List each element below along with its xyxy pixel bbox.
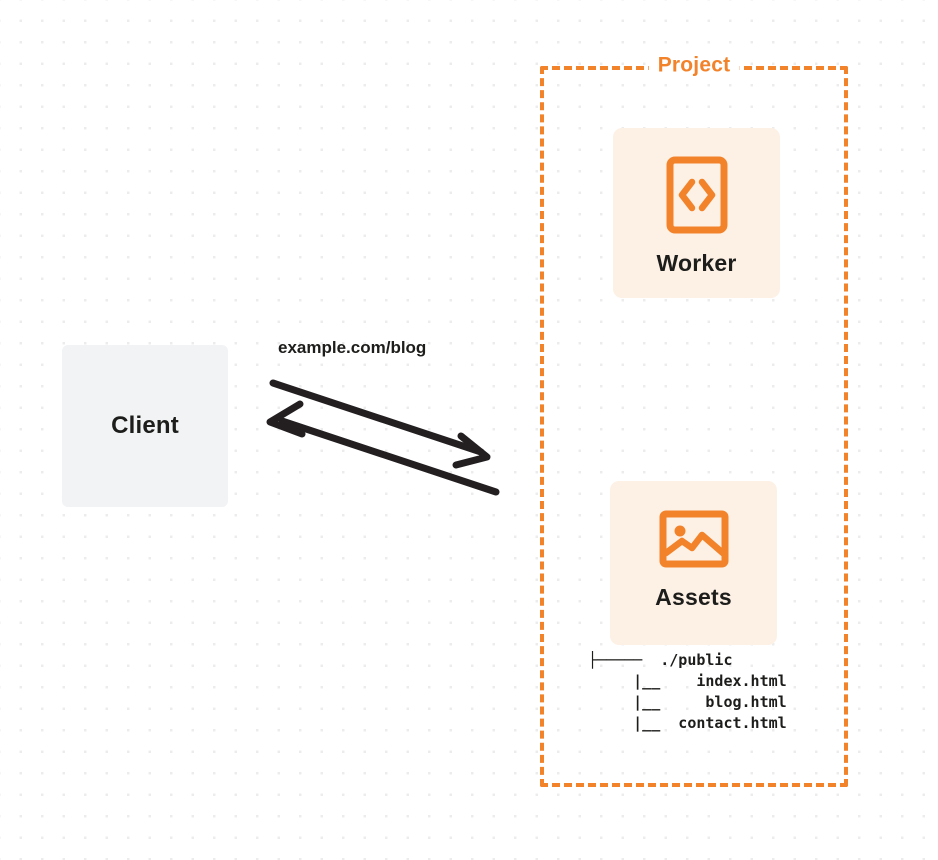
project-container: Project	[540, 53, 848, 787]
worker-node[interactable]: Worker	[613, 128, 780, 298]
worker-label: Worker	[656, 250, 737, 276]
file-tree-line: |__ blog.html	[588, 693, 787, 711]
assets-node[interactable]: Assets	[610, 481, 777, 645]
file-tree-line: |__ index.html	[588, 672, 787, 690]
code-brackets-icon	[666, 156, 728, 234]
connection-label: example.com/blog	[278, 338, 427, 357]
asset-file-tree: ├───── ./public |__ index.html |__ blog.…	[588, 650, 787, 734]
assets-label: Assets	[655, 584, 732, 610]
file-tree-line: |__ contact.html	[588, 714, 787, 732]
client-label: Client	[111, 412, 179, 439]
project-title: Project	[648, 53, 740, 78]
client-node[interactable]: Client	[62, 345, 228, 507]
file-tree-line: ├───── ./public	[588, 651, 733, 669]
image-icon	[659, 510, 729, 568]
response-arrow	[266, 400, 500, 496]
request-arrow	[269, 379, 491, 469]
